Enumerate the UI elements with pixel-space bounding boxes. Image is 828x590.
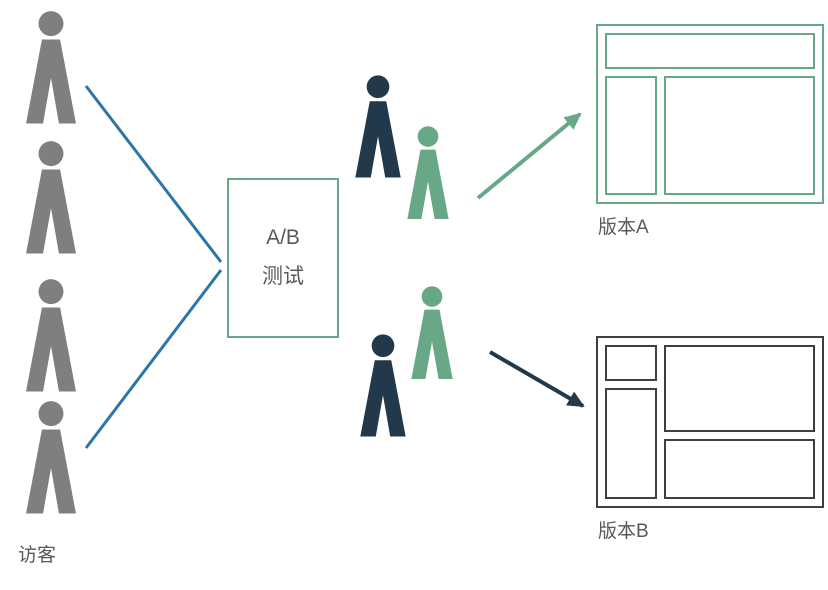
ab-test-box-line2: 测试: [262, 265, 304, 288]
version-b-label: 版本B: [598, 521, 649, 542]
version-a-content-block: [664, 76, 815, 195]
version-b-content-top-block: [664, 345, 815, 433]
ab-test-box: A/B 测试: [227, 178, 339, 338]
arrow-to-version-a-icon: [476, 112, 582, 200]
visitor-person-icon: [14, 10, 88, 128]
group-a-green-person-icon: [398, 122, 458, 226]
visitor-person-icon: [14, 400, 88, 518]
visitor-person-icon: [14, 140, 88, 258]
version-b-logo-block: [605, 345, 657, 381]
version-b-wireframe: [596, 336, 824, 508]
version-a-header-block: [605, 33, 815, 69]
group-b-dark-person-icon: [350, 328, 416, 446]
version-b-content-bottom-block: [664, 439, 815, 499]
version-a-body-row: [605, 76, 815, 195]
version-a-sidebar-block: [605, 76, 657, 195]
version-a-label: 版本A: [598, 217, 649, 238]
visitor-person-icon: [14, 278, 88, 396]
visitors-label: 访客: [18, 545, 57, 566]
split-line-bottom: [84, 269, 223, 449]
version-b-sidebar-block: [605, 388, 657, 499]
version-a-wireframe: [596, 24, 824, 204]
arrow-to-version-b-icon: [488, 350, 585, 408]
ab-test-box-line1: A/B: [266, 226, 300, 249]
version-b-right-column: [664, 345, 815, 499]
split-line-top: [84, 85, 223, 263]
version-b-left-column: [605, 345, 657, 499]
